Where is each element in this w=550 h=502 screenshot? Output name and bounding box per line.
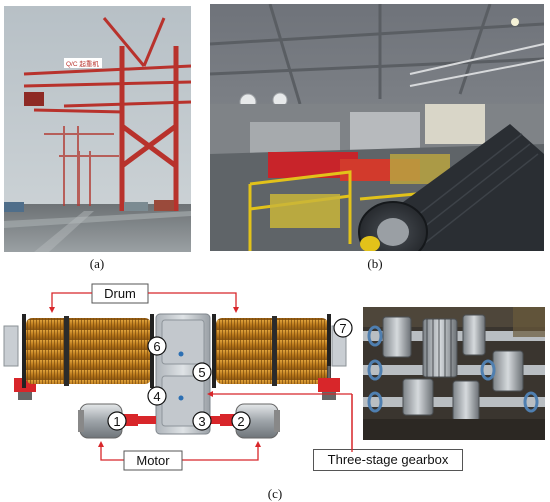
caption-c: (c): [267, 486, 283, 501]
svg-text:7: 7: [339, 321, 346, 336]
callout-2: 2: [231, 411, 251, 431]
svg-text:1: 1: [113, 414, 120, 429]
gearbox-label: Three-stage gearbox: [313, 449, 463, 471]
photo-machinery-room: [210, 4, 544, 251]
callout-6: 6: [147, 336, 167, 356]
drum-callout-arrows: [51, 292, 237, 308]
motor-label-box: [123, 450, 183, 471]
drum-label: Drum: [104, 286, 136, 301]
caption-a: (a): [89, 256, 105, 271]
svg-text:5: 5: [198, 365, 205, 380]
photo-gearbox-interior: [363, 307, 545, 440]
caption-b: (b): [367, 256, 383, 271]
gearbox-body: [155, 313, 211, 435]
callout-3: 3: [192, 411, 212, 431]
motor-label: Motor: [136, 453, 170, 468]
left-motor: [78, 403, 156, 439]
right-drum: [212, 314, 331, 388]
callout-1: 1: [107, 411, 127, 431]
svg-text:4: 4: [153, 389, 160, 404]
right-brake: [318, 378, 340, 392]
svg-text:6: 6: [153, 339, 160, 354]
motor-callout-arrows: [100, 446, 259, 461]
svg-text:2: 2: [237, 414, 244, 429]
photo-container-cranes: Q/C 起重机: [4, 6, 191, 252]
crane-sign: Q/C 起重机: [66, 59, 99, 68]
callout-4: 4: [147, 386, 167, 406]
callout-5: 5: [192, 362, 212, 382]
gearbox-label-connector: [351, 394, 353, 452]
hoist-schematic-diagram: Drum: [0, 280, 360, 482]
left-drum: [22, 314, 154, 388]
svg-text:3: 3: [198, 414, 205, 429]
callout-7: 7: [333, 318, 353, 338]
